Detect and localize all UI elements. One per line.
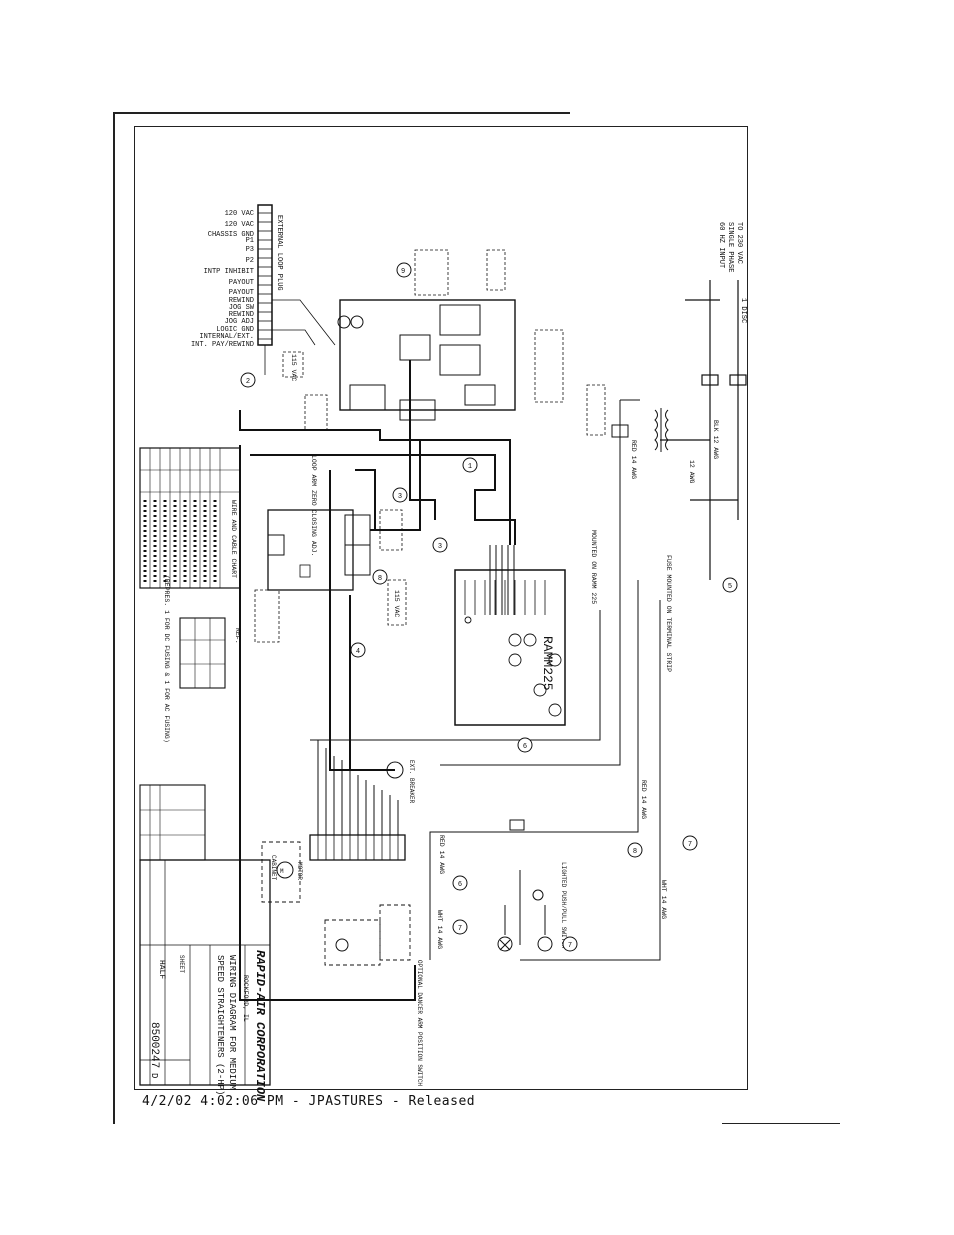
- vac115-b: 115 VAC: [290, 354, 297, 381]
- svg-text:7: 7: [458, 925, 462, 933]
- diagram-frame: [134, 126, 748, 1090]
- ramm225-drive: [454, 569, 566, 726]
- wire-chart-title: WIRE AND CABLE CHART: [230, 500, 237, 578]
- cable-bundle: [489, 545, 515, 615]
- plug-label-11: JOG SW: [229, 304, 255, 312]
- fuse-table: [179, 617, 226, 689]
- control-board: [339, 299, 516, 421]
- drawing-revision: D: [149, 1073, 159, 1078]
- power-note-2: SINGLE PHASE: [726, 222, 734, 272]
- terminal-strip: [309, 834, 406, 861]
- drawing-number: 8500247: [148, 1022, 160, 1068]
- fuse-table-title: REF.: [234, 628, 241, 644]
- plug-label-3: CHASSIS GND: [208, 231, 254, 239]
- drive-name: RAMM225: [540, 636, 555, 691]
- plug-label-7: INTP INHIBIT: [204, 268, 254, 276]
- mounted-note: MOUNTED ON RAMM 225: [590, 530, 597, 604]
- loop-adjust-board: [254, 509, 407, 643]
- plot-footer: 4/2/02 4:02:06 PM - JPASTURES - Released: [142, 1094, 475, 1109]
- title-line-1: WIRING DIAGRAM FOR MEDIUM: [227, 955, 237, 1090]
- plug-label-8: PAYOUT: [229, 279, 254, 287]
- svg-text:7: 7: [568, 942, 572, 950]
- svg-text:8: 8: [378, 575, 382, 583]
- wire-awg12: 12 AWG: [688, 460, 695, 484]
- motor-label: MOTOR: [296, 862, 303, 880]
- lighted-switch-label: LIGHTED PUSH/PULL SWITCH: [560, 862, 567, 949]
- vac115-a: 115 VAC: [393, 590, 400, 617]
- cabinet-label: CABINET: [270, 855, 277, 881]
- wire-red14-c: RED 14 AWG: [438, 835, 445, 874]
- plug-label-13: JOG ADJ: [225, 318, 254, 326]
- power-input-wiring: [660, 280, 747, 580]
- svg-text:5: 5: [728, 583, 732, 591]
- svg-text:7: 7: [688, 841, 692, 849]
- external-loop-plug: [257, 204, 273, 346]
- company-name: RAPID-AIR CORPORATION: [253, 950, 267, 1102]
- plug-label-14: LOGIC GND: [216, 326, 254, 334]
- top-rule: [113, 112, 570, 114]
- svg-text:9: 9: [401, 268, 405, 276]
- plug-label-10: REWIND: [229, 297, 254, 305]
- plug-label-9: PAYOUT: [229, 289, 254, 297]
- wire-blk12: BLK 12 AWG: [712, 420, 719, 459]
- plug-label-16: INT. PAY/REWIND: [191, 341, 254, 349]
- footer-status: Released: [408, 1094, 476, 1109]
- plug-label-1: 120 VAC: [225, 210, 254, 218]
- loop-adj-label: LOOP ARM ZERO CLOSING ADJ.: [310, 455, 317, 556]
- plug-label-15: INTERNAL/EXT.: [199, 333, 254, 341]
- wire-wht14-b: WHT 14 AWG: [436, 910, 443, 949]
- footer-separator-2: -: [383, 1094, 409, 1109]
- left-rule: [113, 112, 115, 1124]
- lighted-switch: [497, 819, 553, 952]
- svg-text:M: M: [280, 868, 284, 875]
- sheet-value: HALF: [157, 960, 166, 979]
- fuse-table-note: (REPRES. 1 FOR DC FUSING & 1 FOR AC FUSI…: [163, 575, 170, 743]
- svg-text:8: 8: [633, 848, 637, 856]
- plug-label-5: P3: [246, 246, 254, 254]
- wire-cable-chart: [139, 447, 241, 589]
- sheet-label: SHEET: [178, 955, 185, 973]
- power-note-3: 60 HZ INPUT: [717, 222, 725, 268]
- svg-text:3: 3: [398, 493, 402, 501]
- svg-text:1: 1: [468, 463, 472, 471]
- plug-label-6: P2: [246, 257, 254, 265]
- plug-title: EXTERNAL LOOP PLUG: [275, 215, 283, 291]
- optional-switch: OPTIONAL DANCER ARM POSITION SWITCH: [416, 960, 423, 1086]
- title-block: [139, 859, 271, 1086]
- svg-text:2: 2: [246, 378, 250, 386]
- revision-block: [139, 784, 206, 861]
- wire-red14-b: RED 14 AWG: [640, 780, 647, 819]
- footer-separator: -: [283, 1094, 309, 1109]
- disconnect-label: 1 DISC: [739, 298, 747, 323]
- svg-text:6: 6: [458, 881, 462, 889]
- plug-label-2: 120 VAC: [225, 221, 254, 229]
- bottom-right-rule: [722, 1123, 840, 1124]
- ext-breaker-label: EXT. BREAKER: [408, 760, 415, 804]
- transformer: [611, 399, 669, 580]
- title-line-2: SPEED STRAIGHTENERS (2-HP): [215, 955, 225, 1095]
- svg-text:4: 4: [356, 648, 360, 656]
- wire-red14-a: RED 14 AWG: [630, 440, 637, 479]
- company-city: ROCKFORD, IL: [242, 975, 249, 1022]
- footer-author: JPASTURES: [308, 1094, 384, 1109]
- svg-text:3: 3: [438, 543, 442, 551]
- footer-timestamp: 4/2/02 4:02:06 PM: [142, 1094, 284, 1109]
- power-note-1: TO 230 VAC: [735, 222, 743, 264]
- main-cables: [239, 360, 516, 1001]
- plug-label-12: REWIND: [229, 311, 254, 319]
- svg-text:6: 6: [523, 743, 527, 751]
- plug-label-4: P1: [246, 237, 254, 245]
- fuse-note: FUSE MOUNTED ON TERMINAL STRIP: [665, 555, 672, 672]
- wire-wht14-a: WHT 14 AWG: [660, 880, 667, 919]
